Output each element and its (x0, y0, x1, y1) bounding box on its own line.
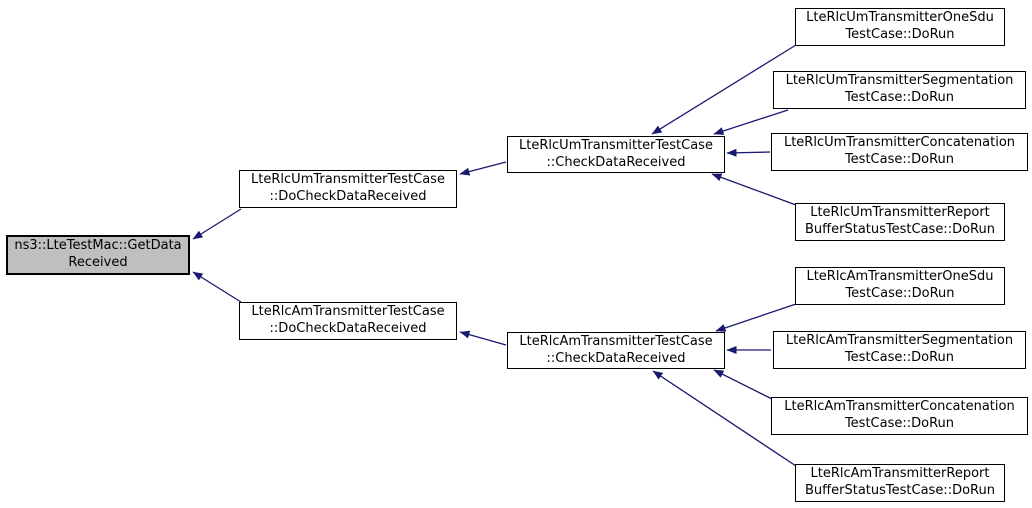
node-label-line2: TestCase::DoRun (844, 416, 955, 431)
node-label-line1: ns3::LteTestMac::GetData (14, 238, 182, 254)
edge-amOneSdu-amCheck (715, 303, 797, 332)
node-label-line1: LteRlcAmTransmitterTestCase (519, 333, 713, 349)
node-label-line2: TestCase::DoRun (844, 350, 955, 365)
node-label-line1: LteRlcUmTransmitterTestCase (251, 172, 445, 188)
node-label-line2: TestCase::DoRun (844, 90, 955, 105)
node-am-segmentation-dorun[interactable]: LteRlcAmTransmitterSegmentation TestCase… (773, 331, 1026, 369)
node-label-line1: LteRlcAmTransmitterConcatenation (784, 399, 1015, 415)
edge-umReport-umCheck (711, 173, 797, 206)
node-am-concatenation-dorun[interactable]: LteRlcAmTransmitterConcatenation TestCas… (771, 397, 1028, 435)
node-label-line1: LteRlcUmTransmitterConcatenation (783, 135, 1016, 151)
edge-amDoCheck-getDataReceived (192, 271, 242, 303)
node-um-concatenation-dorun[interactable]: LteRlcUmTransmitterConcatenation TestCas… (771, 133, 1028, 171)
edge-amCheck-amDoCheck (459, 330, 507, 346)
node-label-line2: TestCase::DoRun (845, 27, 955, 42)
node-um-do-check-data-received[interactable]: LteRlcUmTransmitterTestCase ::DoCheckDat… (239, 170, 457, 208)
node-label-line1: LteRlcAmTransmitterSegmentation (785, 333, 1014, 349)
node-label-line1: LteRlcUmTransmitterOneSdu (806, 10, 994, 26)
edge-umCheck-umDoCheck (459, 161, 507, 176)
edge-umDoCheck-getDataReceived (192, 208, 242, 240)
node-label-line1: LteRlcAmTransmitterTestCase (251, 304, 445, 320)
node-label-line2: Received (68, 255, 128, 270)
node-um-report-buffer-status-dorun[interactable]: LteRlcUmTransmitterReport BufferStatusTe… (795, 203, 1005, 241)
node-get-data-received: ns3::LteTestMac::GetData Received (6, 235, 190, 275)
node-label-line2: ::DoCheckDataReceived (269, 321, 427, 336)
node-label-line1: LteRlcAmTransmitterOneSdu (806, 269, 994, 285)
node-label-line1: LteRlcUmTransmitterTestCase (519, 137, 713, 153)
node-label-line2: TestCase::DoRun (845, 286, 955, 301)
node-label-line1: LteRlcAmTransmitterReport (810, 466, 990, 482)
node-label-line1: LteRlcUmTransmitterSegmentation (785, 73, 1014, 89)
node-label-line1: LteRlcUmTransmitterReport (810, 205, 990, 221)
node-label-line2: ::CheckDataReceived (546, 154, 686, 170)
node-am-do-check-data-received[interactable]: LteRlcAmTransmitterTestCase ::DoCheckDat… (239, 302, 457, 340)
node-label-line2: TestCase::DoRun (844, 152, 955, 167)
node-um-check-data-received[interactable]: LteRlcUmTransmitterTestCase ::CheckDataR… (507, 136, 725, 173)
node-label-line2: ::DoCheckDataReceived (269, 189, 427, 204)
edge-umSegmentation-umCheck (713, 109, 789, 135)
node-um-segmentation-dorun[interactable]: LteRlcUmTransmitterSegmentation TestCase… (773, 71, 1026, 109)
node-label-line2: BufferStatusTestCase::DoRun (805, 222, 995, 237)
edge-umConcatenation-umCheck (726, 148, 771, 157)
node-am-report-buffer-status-dorun[interactable]: LteRlcAmTransmitterReport BufferStatusTe… (795, 464, 1005, 502)
edge-amConcatenation-amCheck (713, 369, 773, 400)
node-um-onesdu-dorun[interactable]: LteRlcUmTransmitterOneSdu TestCase::DoRu… (795, 8, 1005, 46)
node-label-line2: ::CheckDataReceived (546, 350, 686, 366)
node-label-line2: BufferStatusTestCase::DoRun (805, 483, 995, 498)
node-am-check-data-received[interactable]: LteRlcAmTransmitterTestCase ::CheckDataR… (507, 332, 725, 369)
node-am-onesdu-dorun[interactable]: LteRlcAmTransmitterOneSdu TestCase::DoRu… (795, 267, 1005, 305)
